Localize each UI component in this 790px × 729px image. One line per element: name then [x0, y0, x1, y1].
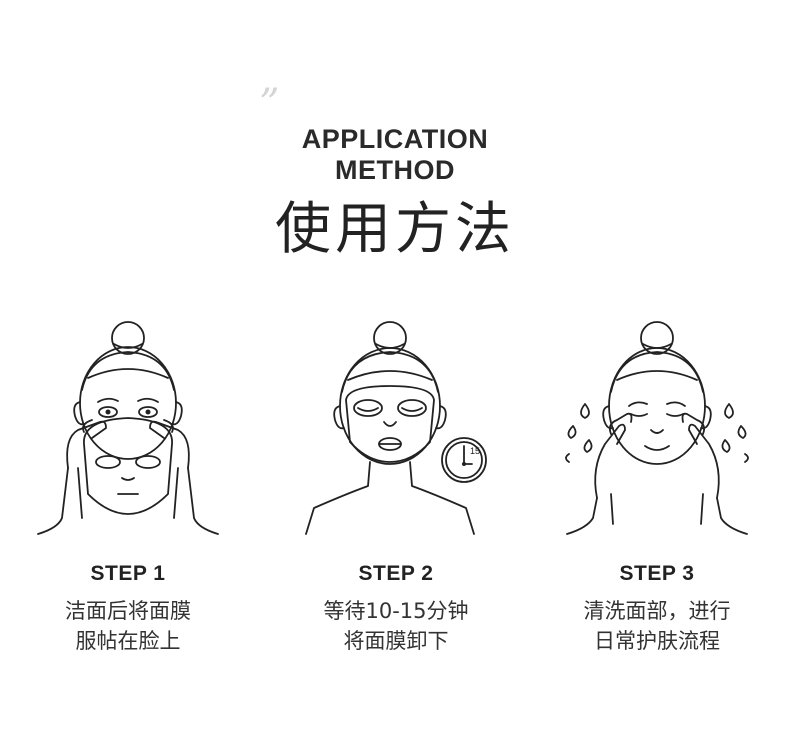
timer-text: 15 — [470, 446, 480, 456]
title-chinese: 使用方法 — [275, 197, 515, 262]
title-english-line1: APPLICATION — [301, 124, 489, 154]
step-2-desc-line1: 等待10-15分钟 — [323, 599, 469, 623]
step-3-description: 清洗面部，进行 日常护肤流程 — [527, 596, 787, 656]
step-2-description: 等待10-15分钟 将面膜卸下 — [266, 596, 526, 656]
quote-mark: ” — [259, 81, 280, 127]
step-1-description: 洁面后将面膜 服帖在脸上 — [0, 596, 258, 656]
title-english-line2: METHOD — [335, 155, 455, 185]
step-1: STEP 1 洁面后将面膜 服帖在脸上 — [18, 318, 238, 653]
washing-face-icon — [565, 321, 749, 535]
step-2-desc-line2: 将面膜卸下 — [343, 629, 449, 653]
applying-mask-icon — [37, 321, 219, 535]
step-2: 15 STEP 2 等待10-15分钟 将面膜卸下 — [286, 318, 506, 653]
wearing-mask-icon: 15 — [305, 321, 487, 535]
step-2-label: STEP 2 — [358, 562, 434, 585]
title-english: APPLICATION METHOD — [0, 124, 790, 186]
step-3: STEP 3 清洗面部，进行 日常护肤流程 — [547, 318, 767, 653]
step-3-label: STEP 3 — [619, 562, 695, 585]
step-3-desc-line2: 日常护肤流程 — [594, 629, 720, 653]
step-3-desc-line1: 清洗面部，进行 — [583, 599, 731, 623]
step-1-desc-line2: 服帖在脸上 — [75, 629, 181, 653]
step-1-desc-line1: 洁面后将面膜 — [65, 599, 191, 623]
step-1-label: STEP 1 — [90, 562, 166, 585]
